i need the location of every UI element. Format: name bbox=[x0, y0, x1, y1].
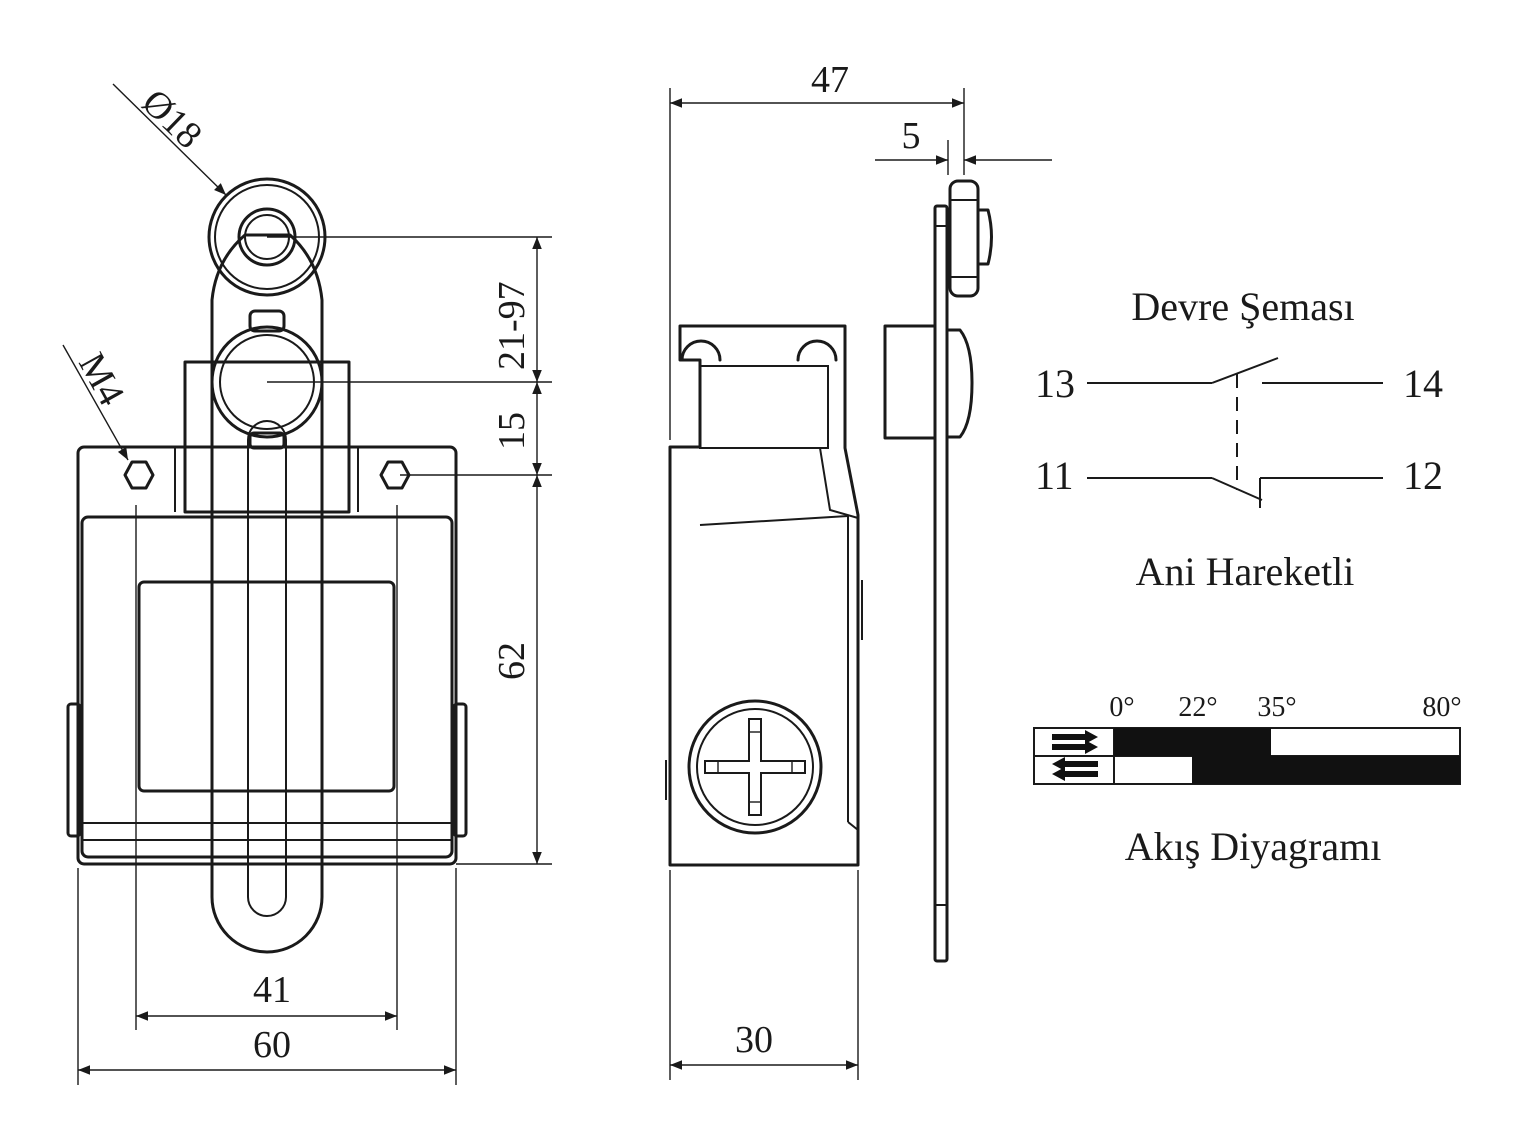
front-view bbox=[66, 177, 468, 954]
circuit-diagram: Devre Şeması 13 14 11 12 Ani Hareketli bbox=[1035, 284, 1443, 594]
right-arrow-icon bbox=[1052, 730, 1098, 754]
arm-range-label: 21-97 bbox=[491, 281, 533, 370]
side-roller-hub bbox=[976, 208, 993, 266]
housing-window bbox=[137, 580, 396, 793]
flow-bars bbox=[1114, 728, 1460, 784]
circuit-title: Devre Şeması bbox=[1131, 284, 1354, 329]
shaft-boss bbox=[883, 324, 937, 440]
clamp-bolt-top bbox=[248, 309, 286, 333]
side-view bbox=[665, 179, 993, 963]
roller-diameter-label: Ø18 bbox=[134, 81, 210, 157]
dim-15-label: 15 bbox=[491, 412, 533, 450]
terminal-13: 13 bbox=[1035, 361, 1075, 406]
terminal-12: 12 bbox=[1403, 453, 1443, 498]
angle-label-35: 35° bbox=[1257, 692, 1296, 723]
thread-size-label: M4 bbox=[70, 346, 132, 413]
side-dimensions: 47 5 30 bbox=[669, 59, 1052, 1080]
side-head-window bbox=[699, 365, 829, 449]
side-bump-left bbox=[680, 339, 722, 362]
side-head-step bbox=[700, 447, 859, 519]
clamp-bolt-bottom bbox=[248, 431, 286, 450]
side-roller bbox=[948, 179, 980, 298]
angle-label-0: 0° bbox=[1109, 692, 1134, 723]
circuit-subtitle: Ani Hareketli bbox=[1136, 549, 1355, 594]
diameter-leader bbox=[112, 83, 227, 196]
terminal-14: 14 bbox=[1403, 361, 1443, 406]
left-arrow-icon bbox=[1052, 757, 1098, 781]
lever-arm bbox=[210, 233, 324, 954]
no-contact-blade bbox=[1211, 357, 1279, 384]
roller-width-label: 5 bbox=[902, 115, 921, 157]
body-depth-label: 30 bbox=[735, 1019, 773, 1061]
terminal-screw-inner bbox=[696, 708, 814, 826]
side-head-lower bbox=[699, 515, 849, 526]
side-lever-plate bbox=[933, 204, 949, 963]
cross-slot-icon bbox=[704, 718, 806, 816]
flow-diagram: 0° 22° 35° 80° Akış Diyagramı bbox=[1033, 692, 1462, 869]
thread-leader bbox=[62, 344, 129, 461]
side-cover-corner bbox=[847, 821, 859, 831]
housing-outline bbox=[76, 445, 458, 866]
flow-diagram-title: Akış Diyagramı bbox=[1125, 824, 1382, 869]
hole-spacing-label: 41 bbox=[253, 969, 291, 1011]
terminal-11: 11 bbox=[1035, 453, 1074, 498]
angle-label-80: 80° bbox=[1422, 692, 1461, 723]
angle-label-22: 22° bbox=[1178, 692, 1217, 723]
height-label: 62 bbox=[491, 642, 533, 680]
side-bump-right bbox=[796, 339, 838, 362]
right-side-tab bbox=[452, 702, 468, 838]
lever-slot bbox=[247, 420, 287, 917]
total-depth-label: 47 bbox=[811, 59, 849, 101]
left-side-tab bbox=[66, 702, 82, 838]
flow-bar-forward bbox=[1114, 728, 1271, 756]
terminal-screw-outer bbox=[687, 699, 823, 835]
flow-bar-return bbox=[1192, 756, 1460, 784]
housing-cover bbox=[80, 515, 454, 859]
mount-hole-left bbox=[123, 460, 155, 490]
width-label: 60 bbox=[253, 1024, 291, 1066]
shaft-nut bbox=[945, 328, 974, 439]
side-housing bbox=[668, 324, 860, 867]
